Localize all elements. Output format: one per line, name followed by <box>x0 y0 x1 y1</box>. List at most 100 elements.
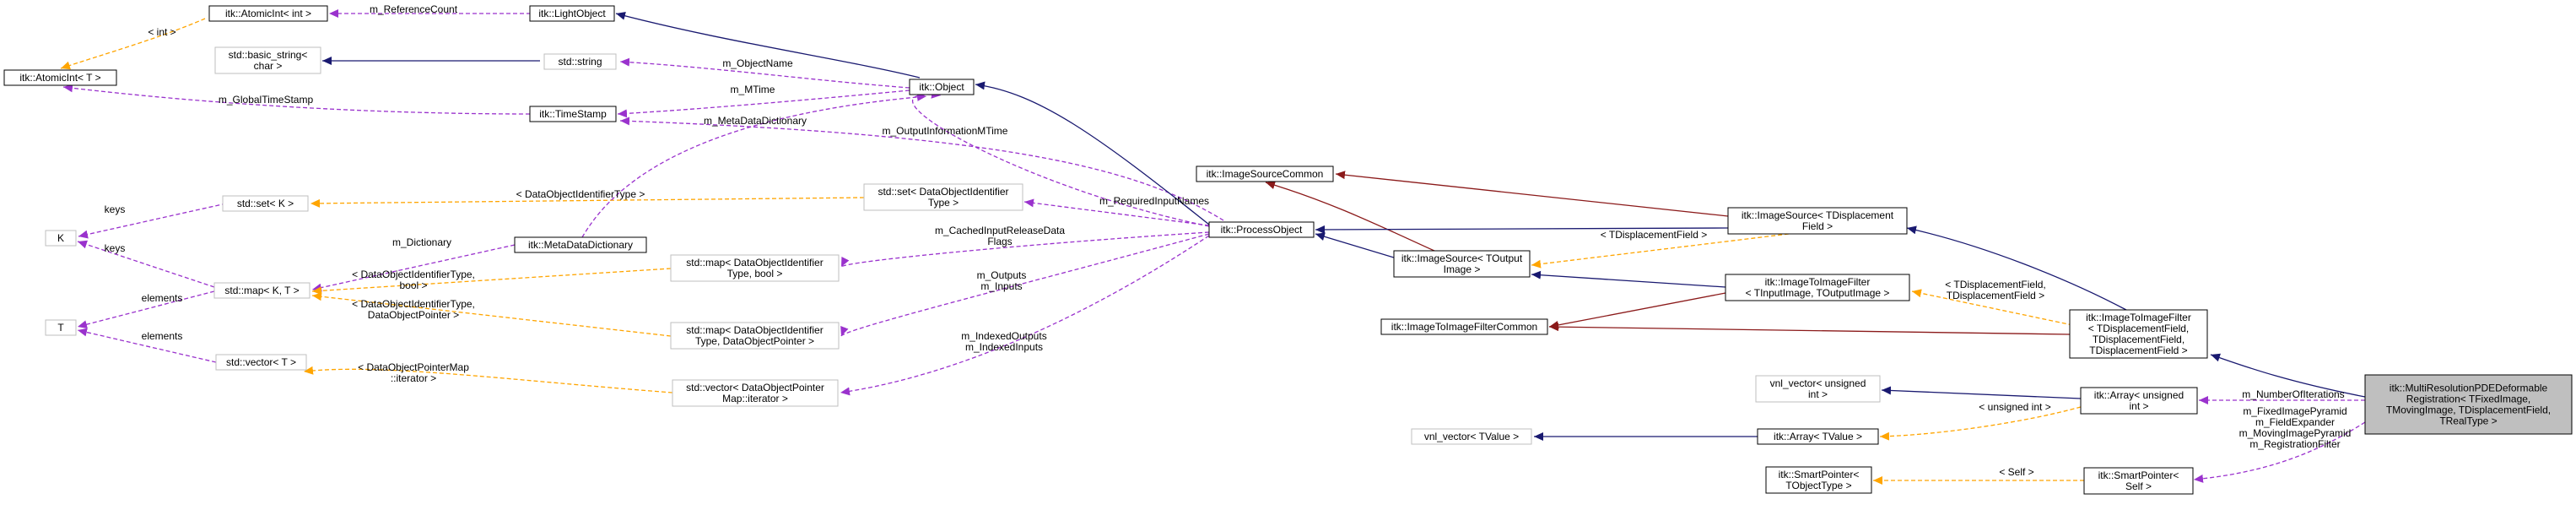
node-label: itk::Array< unsigned <box>2094 389 2184 401</box>
class-node-t[interactable]: T <box>45 319 77 336</box>
node-label: std::set< DataObjectIdentifier <box>878 186 1008 198</box>
class-node-array-tvalue[interactable]: itk::Array< TValue > <box>1757 428 1879 445</box>
node-label: itk::ImageSourceCommon <box>1207 168 1324 180</box>
class-node-itifcommon[interactable]: itk::ImageToImageFilterCommon <box>1380 318 1548 335</box>
inheritance-edge <box>1906 225 2127 311</box>
class-node-map-ptr[interactable]: std::map< DataObjectIdentifierType, Data… <box>670 322 840 350</box>
edge-label: < unsigned int > <box>1979 401 2050 413</box>
node-label: int > <box>2129 400 2148 412</box>
edge-label: m_MovingImagePyramid <box>2239 427 2352 439</box>
class-node-set-doit[interactable]: std::set< DataObjectIdentifierType > <box>863 183 1023 211</box>
edge-label: < int > <box>148 26 176 38</box>
node-box <box>529 5 615 22</box>
inheritance-edge <box>615 11 921 79</box>
node-box <box>909 79 975 95</box>
inheritance-edge <box>1531 270 1726 288</box>
class-node-k[interactable]: K <box>45 230 77 247</box>
node-label: itk::Array< TValue > <box>1774 431 1862 442</box>
node-label: itk::SmartPointer< <box>1779 469 1860 480</box>
node-label: T <box>57 322 64 334</box>
class-node-metadatadictionary[interactable]: itk::MetaDataDictionary <box>514 236 647 253</box>
usage-edge <box>581 92 927 238</box>
node-label: itk::ImageSource< TOutput <box>1401 252 1523 264</box>
edge-label: < DataObjectIdentifierType, <box>352 298 475 310</box>
edge-label: < DataObjectPointerMap <box>358 361 469 373</box>
node-box <box>1208 221 1315 238</box>
node-label: std::basic_string< <box>229 49 308 61</box>
usage-edge <box>77 328 217 363</box>
class-node-imagesourcecommon[interactable]: itk::ImageSourceCommon <box>1196 165 1334 182</box>
edge-label: m_Outputs <box>977 269 1027 281</box>
edge-label: < TDisplacementField > <box>1601 229 1708 241</box>
usage-edge <box>77 290 215 329</box>
template-edge <box>303 366 673 393</box>
class-node-object[interactable]: itk::Object <box>909 79 975 95</box>
class-node-smartptr-self[interactable]: itk::SmartPointer<Self > <box>2083 467 2194 495</box>
node-label: K <box>57 232 64 244</box>
node-label: char > <box>254 60 283 72</box>
node-label: Field > <box>1802 220 1833 232</box>
private-edge <box>1548 323 2071 335</box>
class-node-std-string[interactable]: std::string <box>543 53 617 70</box>
class-node-imagesource-disp[interactable]: itk::ImageSource< TDisplacementField > <box>1727 207 1908 235</box>
node-box <box>215 354 307 371</box>
edge-label: < TDisplacementField, <box>1945 279 2046 290</box>
node-label: Map::iterator > <box>722 393 788 404</box>
node-label: std::map< K, T > <box>224 285 299 296</box>
class-node-itif-disp[interactable]: itk::ImageToImageFilter< TDisplacementFi… <box>2069 309 2208 359</box>
class-node-smartptr-t[interactable]: itk::SmartPointer<TObjectType > <box>1765 466 1872 494</box>
node-box <box>1725 274 1910 301</box>
node-label: TObjectType > <box>1785 480 1851 491</box>
class-node-timestamp[interactable]: itk::TimeStamp <box>529 106 617 122</box>
class-node-itif-in-out[interactable]: itk::ImageToImageFilter< TInputImage, TO… <box>1725 274 1910 301</box>
class-node-set-k[interactable]: std::set< K > <box>222 195 309 212</box>
node-label: Registration< TFixedImage, <box>2406 393 2531 405</box>
node-label: std::vector< DataObjectPointer <box>686 382 824 393</box>
class-node-vector-t[interactable]: std::vector< T > <box>215 354 307 371</box>
class-node-atomicint-int[interactable]: itk::AtomicInt< int > <box>208 5 328 22</box>
node-box <box>514 236 647 253</box>
node-label: itk::ImageSource< TDisplacement <box>1742 209 1894 221</box>
class-node-map-kt[interactable]: std::map< K, T > <box>213 282 311 299</box>
node-label: Type, bool > <box>727 268 783 279</box>
node-box <box>529 106 617 122</box>
class-node-lightobject[interactable]: itk::LightObject <box>529 5 615 22</box>
node-label: < TDisplacementField, <box>2088 323 2190 334</box>
usage-edge <box>840 235 1210 396</box>
template-edge <box>1531 233 1790 269</box>
class-node-vector-ptrmap[interactable]: std::vector< DataObjectPointerMap::itera… <box>672 379 839 407</box>
node-box <box>1411 428 1532 445</box>
private-edge <box>1265 181 1435 252</box>
node-box <box>1196 165 1334 182</box>
class-node-imagesource-out[interactable]: itk::ImageSource< TOutputImage > <box>1393 250 1531 278</box>
node-box <box>2069 309 2208 359</box>
node-label: TMovingImage, TDisplacementField, <box>2386 404 2551 416</box>
node-box <box>1765 466 1872 494</box>
class-node-multires[interactable]: itk::MultiResolutionPDEDeformableRegistr… <box>2364 374 2573 435</box>
edge-label: < Self > <box>1999 466 2033 478</box>
class-node-vnl-tvalue[interactable]: vnl_vector< TValue > <box>1411 428 1532 445</box>
class-node-atomicint-t[interactable]: itk::AtomicInt< T > <box>3 69 117 86</box>
node-box <box>543 53 617 70</box>
node-label: std::vector< T > <box>226 356 296 368</box>
node-label: itk::MultiResolutionPDEDeformable <box>2390 382 2548 394</box>
node-label: itk::AtomicInt< int > <box>225 8 311 19</box>
node-box <box>214 46 321 74</box>
node-label: std::map< DataObjectIdentifier <box>686 324 823 336</box>
node-box <box>2364 374 2573 435</box>
node-label: itk::MetaDataDictionary <box>528 239 633 251</box>
node-label: Self > <box>2125 480 2152 492</box>
node-label: Image > <box>1444 263 1481 275</box>
class-node-basic-string[interactable]: std::basic_string<char > <box>214 46 321 74</box>
template-edge <box>310 197 865 208</box>
edge-label: DataObjectPointer > <box>368 309 459 321</box>
template-edge <box>1911 289 2093 330</box>
class-node-processobject[interactable]: itk::ProcessObject <box>1208 221 1315 238</box>
class-node-map-bool[interactable]: std::map< DataObjectIdentifierType, bool… <box>670 254 840 282</box>
node-box <box>1380 318 1548 335</box>
edge-label: m_FixedImagePyramid <box>2243 405 2346 417</box>
node-label: std::string <box>558 56 602 68</box>
node-label: itk::SmartPointer< <box>2098 469 2179 481</box>
